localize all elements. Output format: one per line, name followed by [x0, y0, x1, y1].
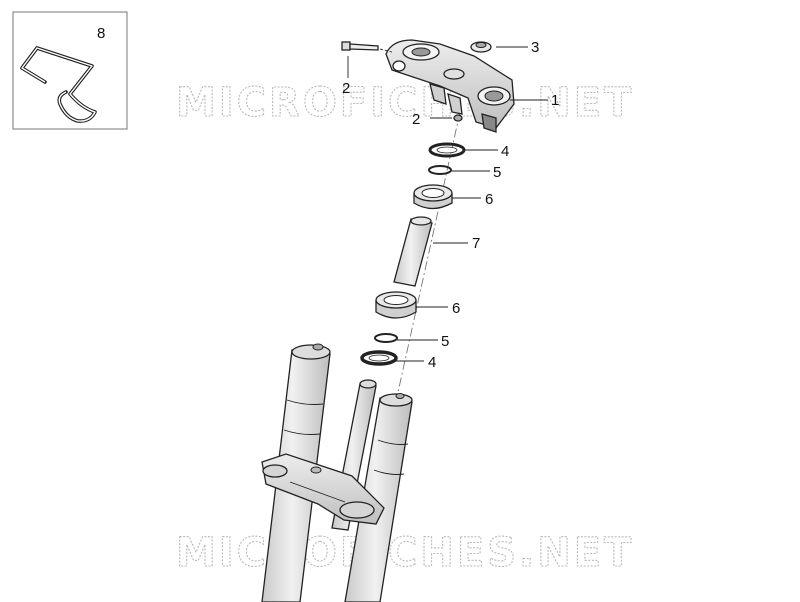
bearing-lower-part — [375, 291, 417, 319]
callout-label-2-top: 2 — [342, 80, 350, 97]
washer-upper-part — [428, 165, 452, 175]
small-screw-part — [453, 114, 463, 122]
spacer-tube-part — [393, 216, 433, 287]
leader-lines — [347, 46, 548, 362]
dust-seal-lower-part — [360, 350, 398, 366]
washer-lower-part — [374, 333, 398, 343]
callout-label-1: 1 — [551, 92, 559, 109]
callout-labels: 1 2 2 3 4 5 6 7 6 5 4 — [342, 39, 559, 371]
callout-label-8: 8 — [97, 25, 105, 42]
callout-label-6-lower: 6 — [452, 300, 460, 317]
upper-triple-clamp — [385, 39, 515, 133]
watermark-bottom: MICROFICHES.NET — [176, 530, 634, 576]
callout-label-3: 3 — [531, 39, 539, 56]
callout-label-4-lower: 4 — [428, 354, 436, 371]
watermark-top: MICROFICHES.NET — [176, 80, 634, 126]
dust-seal-upper-part — [428, 142, 466, 158]
callout-label-7: 7 — [472, 235, 480, 252]
callout-label-2-mid: 2 — [412, 111, 420, 128]
inset-box: 8 — [12, 11, 128, 130]
callout-label-6-upper: 6 — [485, 191, 493, 208]
steering-nut-part — [470, 41, 492, 53]
bolt-part — [341, 41, 379, 51]
bearing-upper-part — [413, 184, 453, 210]
callout-label-4-upper: 4 — [501, 143, 509, 160]
fork-assembly — [261, 343, 413, 602]
callout-label-5-lower: 5 — [441, 333, 449, 350]
callout-label-5-upper: 5 — [493, 164, 501, 181]
